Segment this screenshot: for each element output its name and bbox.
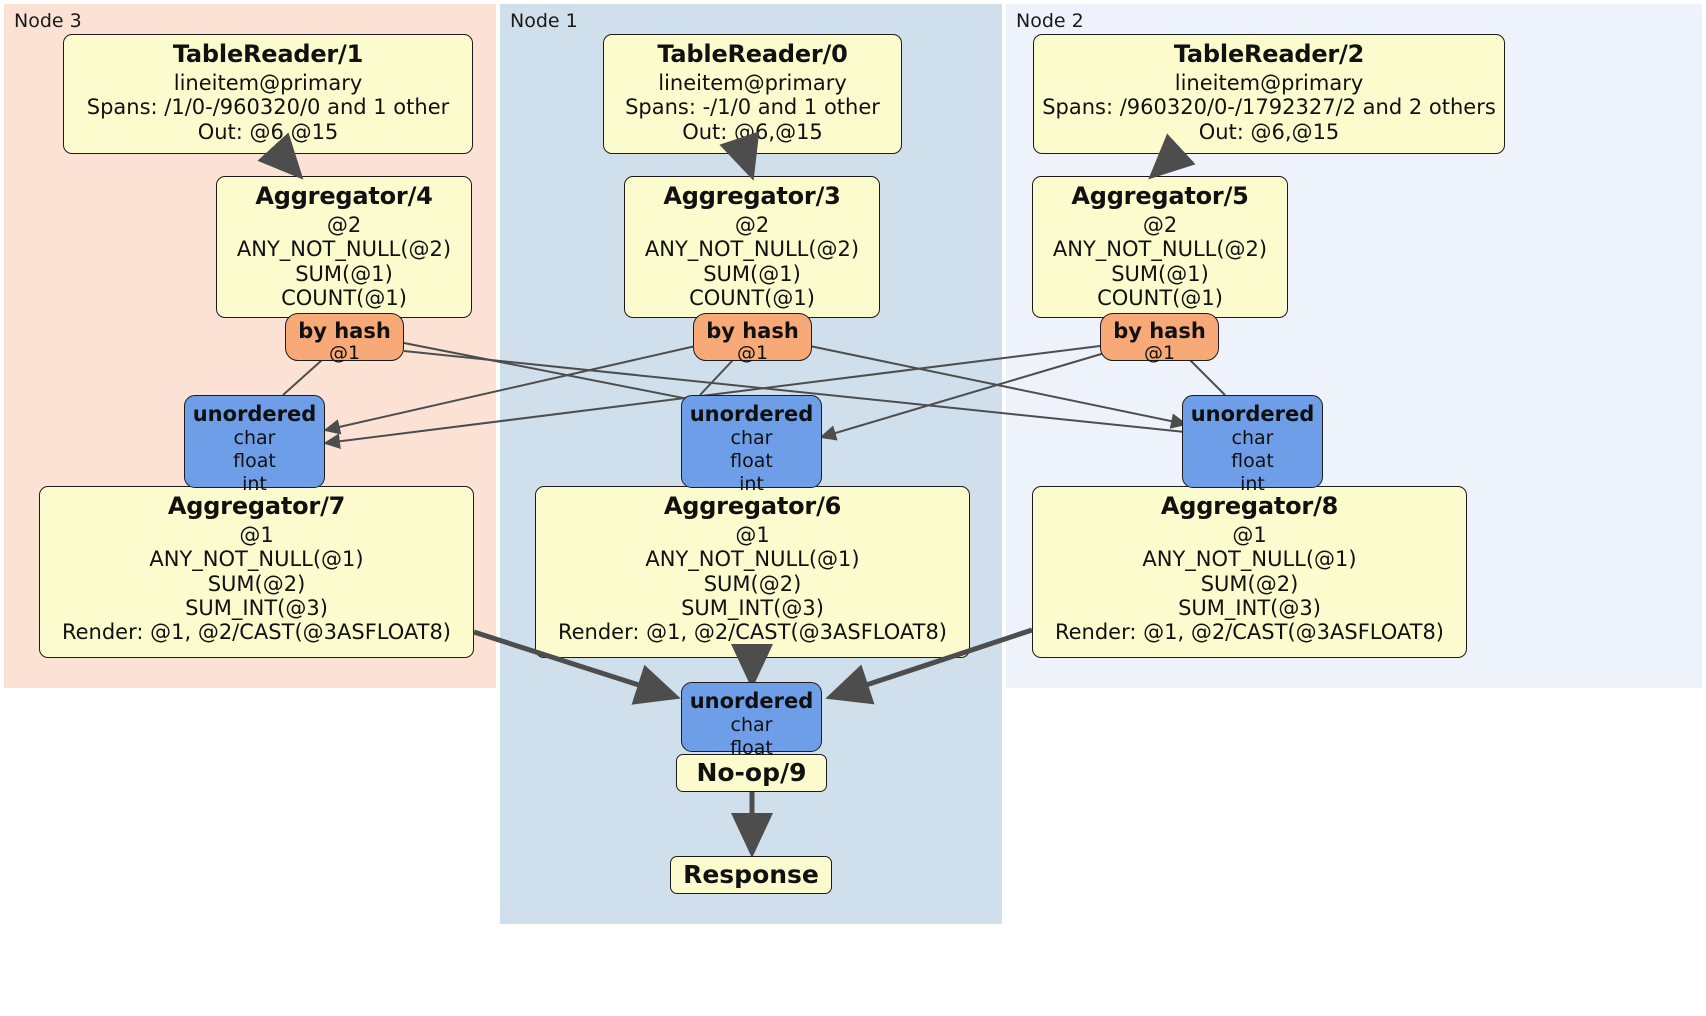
sync-type: char: [730, 427, 773, 450]
processor-title: Response: [683, 860, 819, 889]
processor-line: SUM(@1): [295, 261, 393, 286]
processor-line: Render: @1, @2/CAST(@3ASFLOAT8): [61, 620, 452, 645]
processor-line: Out: @6,@15: [1198, 119, 1340, 144]
sync-type: float: [730, 449, 773, 472]
processor-line: ANY_NOT_NULL(@1): [1142, 547, 1357, 572]
processor-title: Aggregator/4: [255, 182, 433, 210]
processor-title: TableReader/0: [657, 40, 848, 68]
router-by-hash-left[interactable]: by hash @1: [285, 313, 404, 364]
sync-type: float: [730, 736, 773, 759]
processor-line: COUNT(@1): [689, 285, 815, 310]
processor-title: No-op/9: [696, 758, 807, 787]
sync-unordered-right[interactable]: unordered char float int: [1182, 395, 1323, 495]
node-label-node3: Node 3: [14, 10, 82, 32]
processor-table-reader-1[interactable]: TableReader/1 lineitem@primary Spans: /1…: [63, 34, 473, 154]
processor-line: SUM(@2): [1200, 571, 1299, 596]
processor-line: Render: @1, @2/CAST(@3ASFLOAT8): [557, 620, 948, 645]
processor-line: ANY_NOT_NULL(@2): [236, 237, 452, 262]
sync-type: int: [242, 472, 267, 495]
processor-line: SUM(@1): [703, 261, 801, 286]
router-detail: @1: [736, 342, 769, 365]
processor-line: lineitem@primary: [173, 70, 363, 95]
processor-line: SUM(@2): [207, 571, 306, 596]
router-title: by hash: [1113, 319, 1206, 343]
processor-title: Aggregator/5: [1071, 182, 1249, 210]
processor-line: @1: [239, 522, 274, 547]
processor-aggregator-5[interactable]: Aggregator/5 @2 ANY_NOT_NULL(@2) SUM(@1)…: [1032, 176, 1288, 318]
processor-line: Out: @6,@15: [682, 119, 823, 144]
router-detail: @1: [328, 342, 361, 365]
processor-line: SUM_INT(@3): [185, 595, 328, 620]
processor-line: ANY_NOT_NULL(@2): [1052, 237, 1268, 262]
processor-line: ANY_NOT_NULL(@2): [644, 237, 860, 262]
processor-aggregator-4[interactable]: Aggregator/4 @2 ANY_NOT_NULL(@2) SUM(@1)…: [216, 176, 472, 318]
processor-line: Spans: -/1/0 and 1 other: [625, 95, 880, 120]
sync-title: unordered: [689, 689, 814, 713]
processor-response[interactable]: Response: [670, 856, 832, 894]
processor-line: lineitem@primary: [658, 70, 847, 95]
processor-line: Spans: /1/0-/960320/0 and 1 other: [86, 95, 450, 120]
sync-title: unordered: [1190, 402, 1315, 426]
processor-line: SUM(@1): [1111, 261, 1209, 286]
sync-type: float: [1231, 449, 1274, 472]
processor-line: Render: @1, @2/CAST(@3ASFLOAT8): [1054, 620, 1445, 645]
processor-line: @1: [735, 522, 770, 547]
processor-title: Aggregator/8: [1160, 492, 1339, 520]
processor-line: COUNT(@1): [1097, 285, 1223, 310]
sync-type: int: [739, 472, 764, 495]
sync-type: char: [1231, 427, 1274, 450]
node-label-node2: Node 2: [1016, 10, 1084, 32]
processor-table-reader-0[interactable]: TableReader/0 lineitem@primary Spans: -/…: [603, 34, 902, 154]
processor-title: Aggregator/3: [663, 182, 841, 210]
sync-type: float: [233, 449, 276, 472]
sync-type: char: [233, 427, 276, 450]
processor-line: SUM_INT(@3): [681, 595, 824, 620]
processor-line: Spans: /960320/0-/1792327/2 and 2 others: [1042, 95, 1496, 120]
sync-title: unordered: [192, 402, 317, 426]
processor-table-reader-2[interactable]: TableReader/2 lineitem@primary Spans: /9…: [1033, 34, 1505, 154]
sync-type: int: [1240, 472, 1265, 495]
router-title: by hash: [298, 319, 391, 343]
processor-line: ANY_NOT_NULL(@1): [149, 547, 364, 572]
processor-line: @2: [1142, 212, 1178, 237]
processor-line: COUNT(@1): [281, 285, 407, 310]
processor-title: TableReader/1: [172, 40, 364, 68]
sync-type: char: [730, 714, 773, 737]
processor-aggregator-8[interactable]: Aggregator/8 @1 ANY_NOT_NULL(@1) SUM(@2)…: [1032, 486, 1467, 658]
processor-line: @2: [326, 212, 362, 237]
processor-line: SUM_INT(@3): [1178, 595, 1321, 620]
node-label-node1: Node 1: [510, 10, 578, 32]
processor-aggregator-3[interactable]: Aggregator/3 @2 ANY_NOT_NULL(@2) SUM(@1)…: [624, 176, 880, 318]
sync-title: unordered: [689, 402, 814, 426]
processor-title: Aggregator/6: [663, 492, 842, 520]
processor-line: Out: @6,@15: [197, 119, 339, 144]
processor-line: ANY_NOT_NULL(@1): [645, 547, 860, 572]
router-title: by hash: [706, 319, 799, 343]
sync-unordered-final[interactable]: unordered char float: [681, 682, 822, 759]
router-by-hash-right[interactable]: by hash @1: [1100, 313, 1219, 364]
processor-line: lineitem@primary: [1174, 70, 1364, 95]
processor-title: TableReader/2: [1173, 40, 1365, 68]
sync-unordered-left[interactable]: unordered char float int: [184, 395, 325, 495]
processor-line: SUM(@2): [703, 571, 802, 596]
processor-no-op-9[interactable]: No-op/9: [676, 754, 827, 792]
router-by-hash-center[interactable]: by hash @1: [693, 313, 812, 364]
processor-aggregator-6[interactable]: Aggregator/6 @1 ANY_NOT_NULL(@1) SUM(@2)…: [535, 486, 970, 658]
processor-line: @1: [1232, 522, 1267, 547]
processor-line: @2: [734, 212, 770, 237]
router-detail: @1: [1143, 342, 1176, 365]
processor-aggregator-7[interactable]: Aggregator/7 @1 ANY_NOT_NULL(@1) SUM(@2)…: [39, 486, 474, 658]
sync-unordered-center[interactable]: unordered char float int: [681, 395, 822, 495]
processor-title: Aggregator/7: [167, 492, 346, 520]
